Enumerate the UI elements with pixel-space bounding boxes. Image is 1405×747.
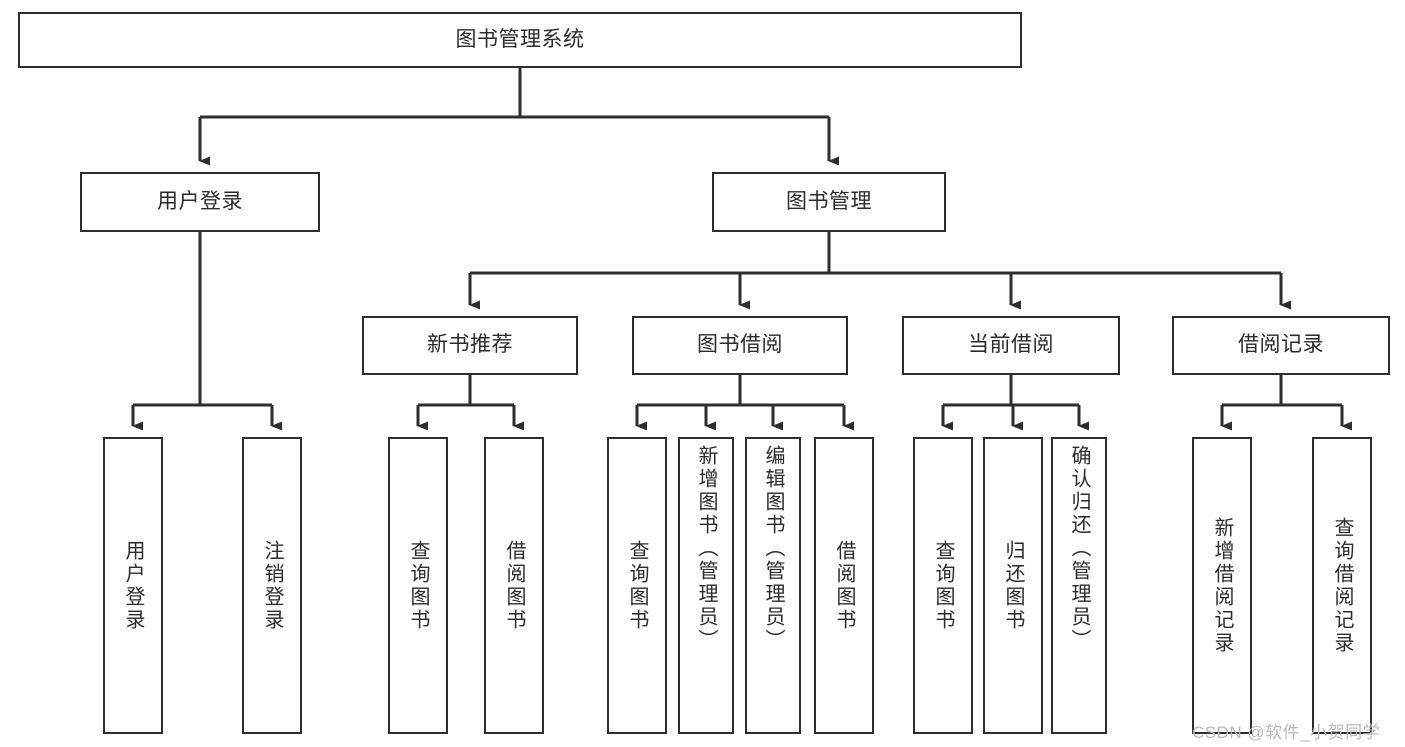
node-book-borrow-label: 图书借阅: [697, 333, 783, 357]
node-leaf-user-logout-label: 注销登录: [261, 539, 283, 632]
node-leaf-add-book-admin-label: 新增图书（管理员）: [695, 445, 717, 652]
node-leaf-borrow-book-2[interactable]: 借阅图书: [814, 437, 874, 734]
node-leaf-query-book-3[interactable]: 查询图书: [913, 437, 973, 734]
node-leaf-borrow-book-1[interactable]: 借阅图书: [484, 437, 544, 734]
node-book-borrow[interactable]: 图书借阅: [632, 316, 848, 375]
node-book-manage-label: 图书管理: [786, 189, 872, 213]
node-leaf-query-borrow-record-label: 查询借阅记录: [1331, 516, 1353, 655]
node-leaf-add-borrow-record[interactable]: 新增借阅记录: [1192, 437, 1252, 734]
node-current-borrow[interactable]: 当前借阅: [902, 316, 1120, 375]
node-leaf-query-book-2[interactable]: 查询图书: [607, 437, 667, 734]
node-user-login[interactable]: 用户登录: [80, 172, 320, 232]
node-leaf-user-logout[interactable]: 注销登录: [242, 437, 302, 734]
node-leaf-borrow-book-1-label: 借阅图书: [503, 539, 525, 632]
node-leaf-edit-book-admin[interactable]: 编辑图书（管理员）: [745, 437, 801, 734]
node-leaf-return-book-label: 归还图书: [1002, 539, 1024, 632]
node-new-book-recommend[interactable]: 新书推荐: [362, 316, 578, 375]
node-leaf-query-book-1-label: 查询图书: [407, 539, 429, 632]
node-leaf-borrow-book-2-label: 借阅图书: [833, 539, 855, 632]
node-leaf-add-borrow-record-label: 新增借阅记录: [1211, 516, 1233, 655]
node-borrow-record[interactable]: 借阅记录: [1172, 316, 1390, 375]
node-leaf-confirm-return-admin[interactable]: 确认归还（管理员）: [1051, 437, 1107, 734]
node-new-book-recommend-label: 新书推荐: [427, 333, 513, 357]
node-leaf-add-book-admin[interactable]: 新增图书（管理员）: [678, 437, 734, 734]
node-borrow-record-label: 借阅记录: [1238, 333, 1324, 357]
node-leaf-user-login-label: 用户登录: [122, 539, 144, 632]
node-current-borrow-label: 当前借阅: [968, 333, 1054, 357]
node-leaf-query-book-3-label: 查询图书: [932, 539, 954, 632]
node-leaf-return-book[interactable]: 归还图书: [983, 437, 1043, 734]
node-root[interactable]: 图书管理系统: [18, 12, 1022, 68]
watermark: CSDN @软件_小贺同学: [1192, 723, 1381, 742]
node-leaf-user-login[interactable]: 用户登录: [103, 437, 163, 734]
node-leaf-confirm-return-admin-label: 确认归还（管理员）: [1068, 445, 1090, 652]
node-leaf-query-borrow-record[interactable]: 查询借阅记录: [1312, 437, 1372, 734]
node-user-login-label: 用户登录: [157, 189, 243, 213]
node-leaf-query-book-1[interactable]: 查询图书: [388, 437, 448, 734]
node-leaf-edit-book-admin-label: 编辑图书（管理员）: [762, 445, 784, 652]
node-book-manage[interactable]: 图书管理: [712, 172, 946, 232]
node-leaf-query-book-2-label: 查询图书: [626, 539, 648, 632]
node-root-label: 图书管理系统: [455, 27, 585, 51]
